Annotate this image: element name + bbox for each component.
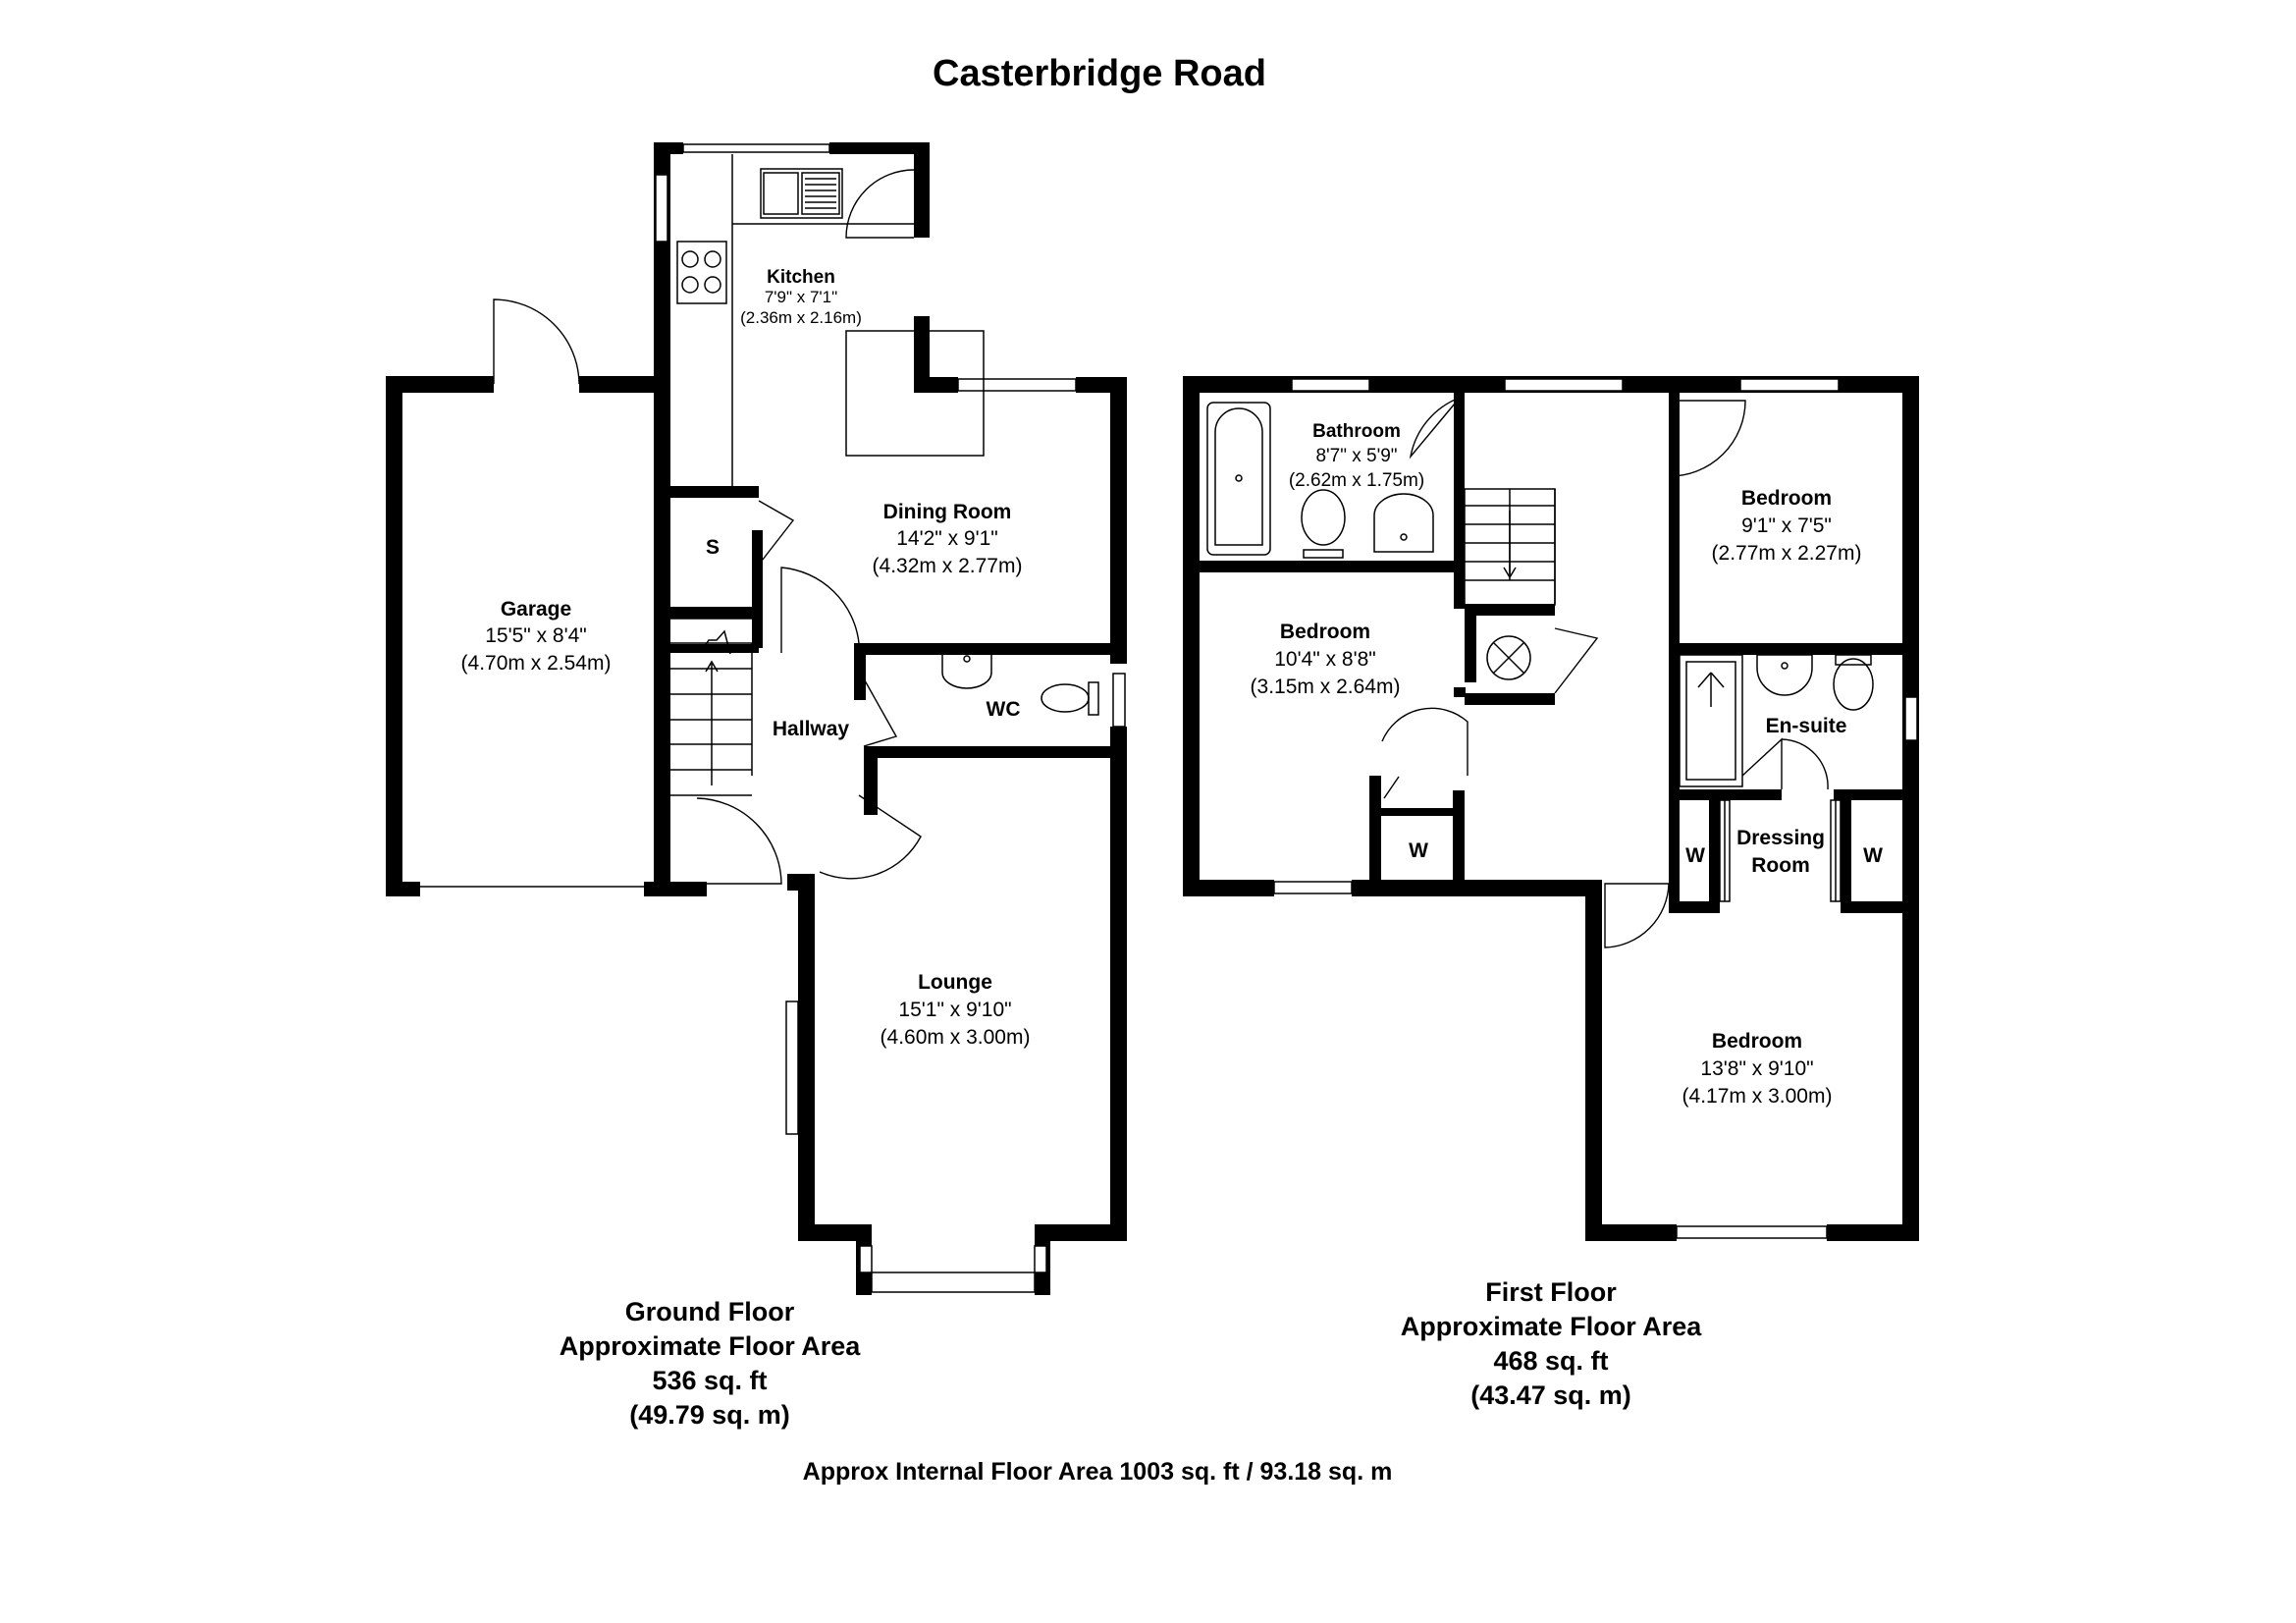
lounge-label: Lounge [918,971,992,994]
first-floor-plan: Bathroom 8'7" x 5'9" (2.62m x 1.75m) Bed… [1183,376,1919,1410]
first-floor-stairs [1464,488,1556,606]
bedroom-master-dim-metric: (4.17m x 3.00m) [1682,1085,1833,1108]
main-block-walls [654,142,1127,1295]
ground-floor-plan: Kitchen 7'9" x 7'1" (2.36m x 2.16m) Dini… [386,142,1127,1430]
dressing-room-label-line1: Dressing [1736,827,1825,849]
sink-drainer-lines [805,178,836,209]
kitchen-door-arc [845,169,915,239]
dining-room-label: Dining Room [883,501,1012,523]
garage-dim-metric: (4.70m x 2.54m) [461,652,612,675]
wc-fittings [941,652,1099,716]
wardrobe-label-right: W [1863,844,1883,867]
first-floor-area-sqft: 468 sq. ft [1493,1346,1608,1376]
ground-stairs [670,618,753,796]
dining-room-dim-imperial: 14'2" x 9'1" [896,527,998,550]
ground-windows [655,143,1126,1293]
dressing-room-label-line2: Room [1751,854,1810,877]
store-door [758,500,795,566]
bedroom-master-label: Bedroom [1712,1030,1802,1053]
lounge-door-arc [819,794,922,880]
bedroom-small-label: Bedroom [1741,487,1832,510]
toilet-icon [1833,658,1874,711]
master-door-arc [1604,883,1670,948]
lounge-dim-imperial: 15'1" x 9'10" [898,999,1011,1021]
page-title: Casterbridge Road [933,53,1266,94]
first-floor-area-sqm: (43.47 sq. m) [1470,1380,1631,1410]
bedroom-mid-dim-imperial: 10'4" x 8'8" [1274,648,1376,671]
wardrobe-label-bedroom: W [1409,839,1428,862]
total-floor-area: Approx Internal Floor Area 1003 sq. ft /… [803,1458,1393,1486]
kitchen-dim-metric: (2.36m x 2.16m) [740,308,862,327]
wc-door [860,673,898,747]
bedroom2-door-arc [1381,707,1468,776]
toilet-icon [1301,489,1346,546]
ground-floor-area-sqm: (49.79 sq. m) [629,1400,790,1430]
first-floor-windows [1273,378,1918,1239]
hallway-label: Hallway [773,718,850,740]
ground-floor-area-label: Approximate Floor Area [560,1331,862,1361]
ensuite-fittings [1679,654,1874,790]
bathroom-label: Bathroom [1312,421,1401,442]
wardrobe-door [1383,776,1400,799]
bedroom-small-dim-imperial: 9'1" x 7'5" [1741,514,1832,537]
toilet-icon [1041,683,1090,713]
bathroom-fittings [1206,397,1461,559]
kitchen-label: Kitchen [767,267,835,288]
ensuite-door [1741,737,1783,789]
kitchen-dim-imperial: 7'9" x 7'1" [765,288,837,306]
store-cupboard [670,486,795,607]
store-label: S [706,536,720,559]
garage-door-arc [493,298,580,385]
bath-icon [1206,402,1271,556]
front-door-arc [696,797,782,885]
dressing-wardrobes [1719,799,1842,902]
garage-dim-imperial: 15'5" x 8'4" [485,624,587,647]
bathroom-dim-metric: (2.62m x 1.75m) [1289,470,1424,491]
bedroom-master-dim-imperial: 13'8" x 9'10" [1700,1057,1813,1080]
bedroom-small-dim-metric: (2.77m x 2.27m) [1712,542,1862,565]
dining-door-arc [780,567,860,653]
wc-label: WC [987,698,1021,721]
breakfast-counter [845,330,985,457]
ground-floor-label: Ground Floor [625,1297,795,1326]
dining-room-dim-metric: (4.32m x 2.77m) [873,555,1023,577]
hob-icon [676,241,727,304]
shower-icon [1679,654,1743,787]
bedroom-mid-label: Bedroom [1280,621,1370,643]
wardrobe-label-left: W [1685,844,1705,867]
garage-walls [386,376,693,896]
airing-cupboard [1486,627,1599,694]
kitchen-fittings [676,154,985,486]
first-floor-label: First Floor [1485,1277,1617,1307]
lounge-dim-metric: (4.60m x 3.00m) [881,1026,1031,1049]
ensuite-label: En-suite [1766,715,1847,737]
first-floor-area-label: Approximate Floor Area [1401,1312,1703,1341]
bedroom-mid-dim-metric: (3.15m x 2.64m) [1251,676,1401,698]
bedroom1-door-arc [1668,400,1746,477]
garage-label: Garage [501,598,571,621]
boiler-icon [1486,635,1531,680]
basin-icon [1373,493,1434,553]
bathroom-dim-imperial: 8'7" x 5'9" [1315,446,1397,466]
ground-floor-area-sqft: 536 sq. ft [652,1366,767,1395]
basin-icon [1756,654,1813,696]
